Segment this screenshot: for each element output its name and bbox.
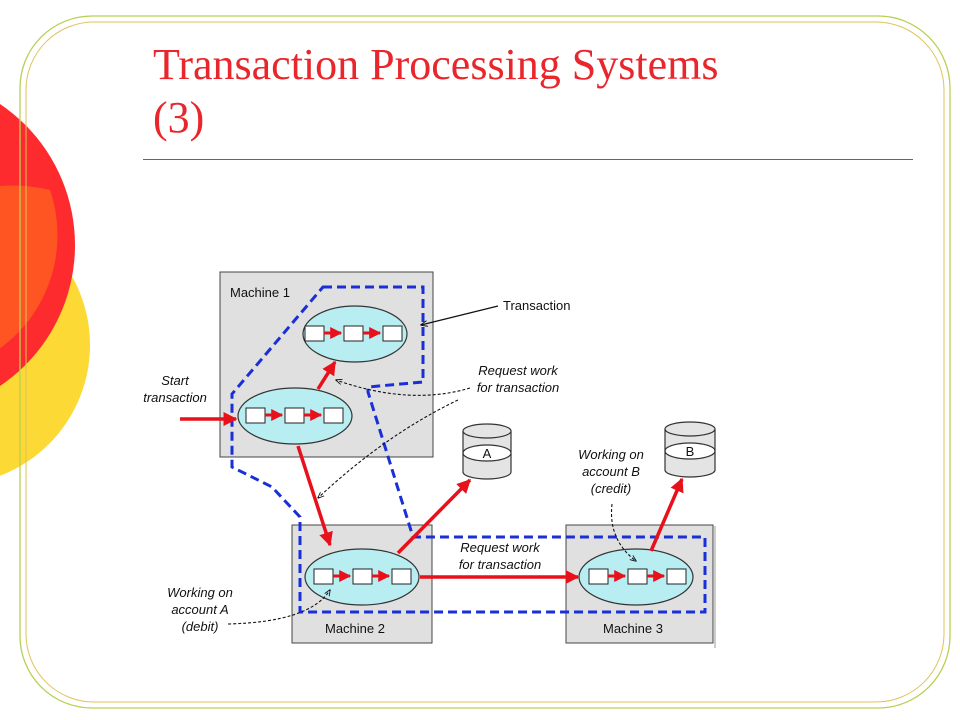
- request2-label-line-2: for transaction: [459, 557, 541, 572]
- account-a-label-line-3: (debit): [182, 619, 219, 634]
- title-line-2: (3): [153, 93, 205, 142]
- request1-pointer-b: [318, 399, 459, 498]
- inner-frame: [25, 21, 945, 703]
- request1-label-line-2: for transaction: [477, 380, 559, 395]
- account-a-pointer: [227, 590, 330, 625]
- account-b-label-line-1: Working on: [578, 447, 644, 462]
- transaction-pointer: [421, 305, 499, 325]
- debit-arrow: [396, 478, 472, 555]
- database-a-icon: [462, 423, 512, 480]
- machine-3-label: Machine 3: [603, 621, 663, 636]
- machine-2-label: Machine 2: [325, 621, 385, 636]
- credit-arrow: [649, 477, 684, 552]
- machine-1-label: Machine 1: [230, 285, 290, 300]
- start-label-line-2: transaction: [143, 390, 207, 405]
- process-m1-bottom: [237, 387, 353, 445]
- title-line-1: Transaction Processing Systems: [153, 40, 719, 89]
- outer-frame: [19, 15, 951, 709]
- request2-label-line-1: Request work: [460, 540, 541, 555]
- process-m1-top: [302, 305, 408, 363]
- db-b-label: B: [686, 444, 695, 459]
- request-arrow-m2: [296, 445, 333, 547]
- start-label-line-1: Start: [161, 373, 190, 388]
- process-m2: [304, 548, 420, 606]
- account-a-label-line-2: account A: [171, 602, 228, 617]
- overlap-decoration: [0, 185, 58, 349]
- account-a-label-line-1: Working on: [167, 585, 233, 600]
- request-arrow-m1: [316, 360, 337, 390]
- account-b-pointer: [610, 503, 637, 561]
- transaction-label: Transaction: [503, 298, 570, 313]
- account-b-label-line-3: (credit): [591, 481, 631, 496]
- title-rule: [143, 159, 913, 160]
- db-a-label: A: [483, 446, 492, 461]
- database-b-icon: [664, 421, 716, 478]
- transaction-boundary: [230, 285, 707, 614]
- process-m3: [578, 548, 694, 606]
- slide-title: Transaction Processing Systems (3): [153, 38, 913, 144]
- request1-label-line-1: Request work: [478, 363, 559, 378]
- account-b-label-line-2: account B: [582, 464, 640, 479]
